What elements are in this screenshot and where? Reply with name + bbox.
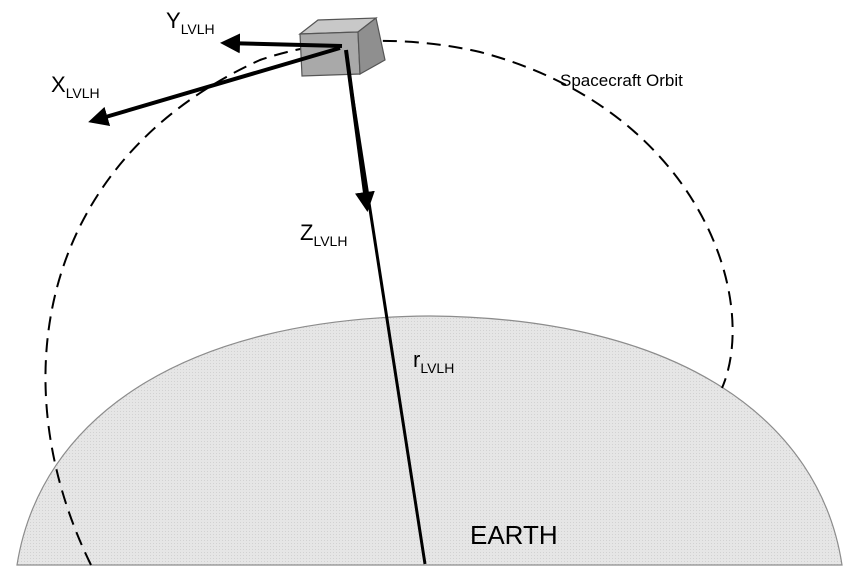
orbit-label: Spacecraft Orbit xyxy=(560,71,683,90)
y-axis-label: YLVLH xyxy=(166,8,215,37)
x-axis-arrow xyxy=(88,46,341,127)
x-axis-label: XLVLH xyxy=(51,72,100,101)
y-axis-arrow xyxy=(220,33,343,54)
radius-label: rLVLH xyxy=(413,347,454,376)
z-axis-label: ZLVLH xyxy=(300,220,347,249)
earth-label: EARTH xyxy=(470,520,558,550)
earth-shape xyxy=(16,315,843,566)
z-axis-arrow xyxy=(344,49,375,212)
spacecraft xyxy=(298,16,386,77)
